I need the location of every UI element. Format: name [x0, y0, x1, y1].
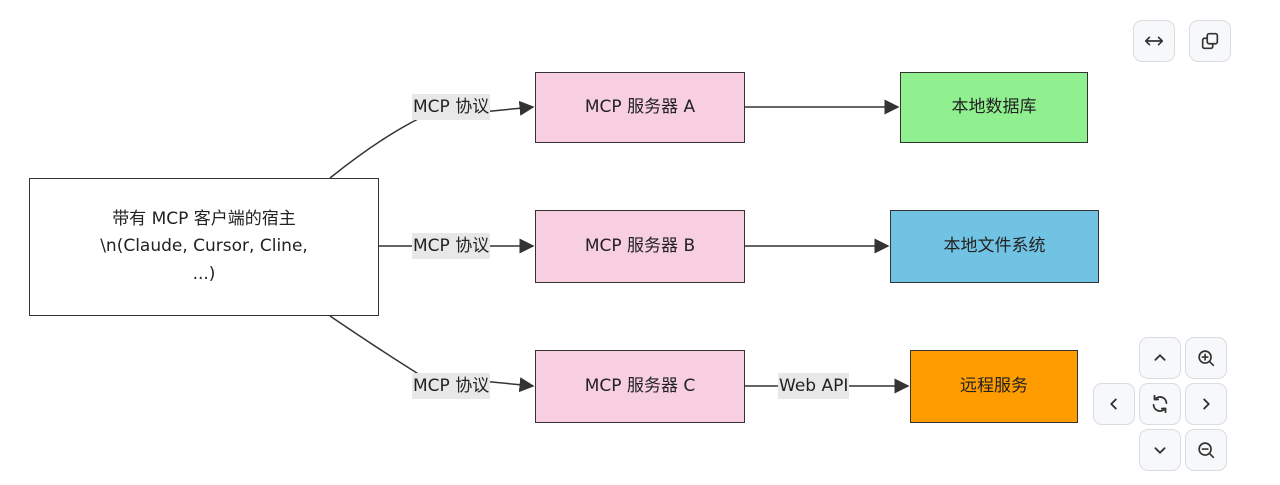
- local-filesystem-node[interactable]: 本地文件系统: [890, 210, 1099, 283]
- expand-width-button[interactable]: [1133, 20, 1175, 62]
- local-database-node[interactable]: 本地数据库: [900, 72, 1088, 143]
- server-b-node[interactable]: MCP 服务器 B: [535, 210, 745, 283]
- host-line-1: 带有 MCP 客户端的宿主: [112, 209, 296, 230]
- copy-icon: [1201, 32, 1219, 50]
- host-line-3: ...): [192, 263, 216, 284]
- pan-up-button[interactable]: [1139, 337, 1181, 379]
- edge-label-web-api: Web API: [778, 373, 850, 400]
- zoom-out-icon: [1198, 442, 1215, 459]
- pan-left-button[interactable]: [1093, 383, 1135, 425]
- host-line-2: \n(Claude, Cursor, Cline,: [100, 236, 308, 257]
- edge-label-protocol-b: MCP 协议: [412, 233, 491, 260]
- remote-service-node[interactable]: 远程服务: [910, 350, 1078, 423]
- host-node-text: 带有 MCP 客户端的宿主 \n(Claude, Cursor, Cline, …: [100, 206, 308, 288]
- pan-down-icon: [1154, 447, 1166, 454]
- reset-view-button[interactable]: [1139, 383, 1181, 425]
- zoom-out-button[interactable]: [1185, 429, 1227, 471]
- expand-width-icon: [1144, 36, 1164, 46]
- edge-label-protocol-c: MCP 协议: [412, 373, 491, 400]
- pan-right-button[interactable]: [1185, 383, 1227, 425]
- pan-down-button[interactable]: [1139, 429, 1181, 471]
- pan-up-icon: [1154, 354, 1166, 361]
- server-a-node[interactable]: MCP 服务器 A: [535, 72, 745, 143]
- server-c-node[interactable]: MCP 服务器 C: [535, 350, 745, 423]
- copy-button[interactable]: [1189, 20, 1231, 62]
- host-node[interactable]: 带有 MCP 客户端的宿主 \n(Claude, Cursor, Cline, …: [29, 178, 379, 316]
- reset-icon: [1152, 394, 1168, 414]
- edge-label-protocol-a: MCP 协议: [412, 94, 491, 121]
- pan-left-icon: [1110, 398, 1117, 410]
- zoom-in-button[interactable]: [1185, 337, 1227, 379]
- pan-right-icon: [1203, 398, 1210, 410]
- zoom-in-icon: [1198, 350, 1215, 367]
